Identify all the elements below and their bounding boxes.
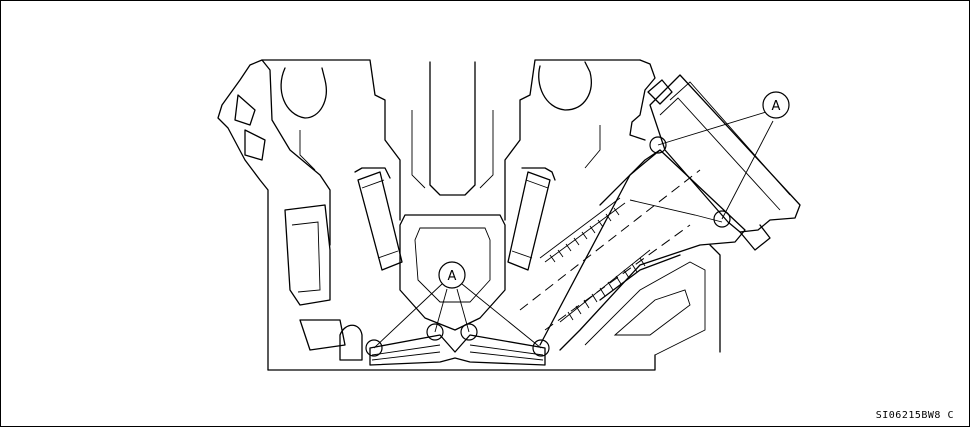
left-cam-journal — [235, 68, 326, 170]
callout-a-lower-label: A — [448, 269, 457, 284]
inclined-port — [540, 150, 745, 355]
left-chamber-wall — [285, 205, 362, 360]
sealant-hatch-marks — [540, 198, 650, 322]
callout-a-lower: A — [439, 262, 465, 288]
leader-lines — [374, 112, 773, 348]
figure-code: SI06215BW8 C — [876, 410, 954, 421]
central-web — [400, 62, 505, 330]
valve-seats — [370, 335, 545, 365]
callout-a-upper-label: A — [772, 99, 781, 114]
left-valve-guide — [355, 168, 402, 270]
right-cam-journal — [539, 62, 600, 168]
callout-a-upper: A — [763, 92, 789, 118]
right-valve-guide — [508, 168, 555, 270]
